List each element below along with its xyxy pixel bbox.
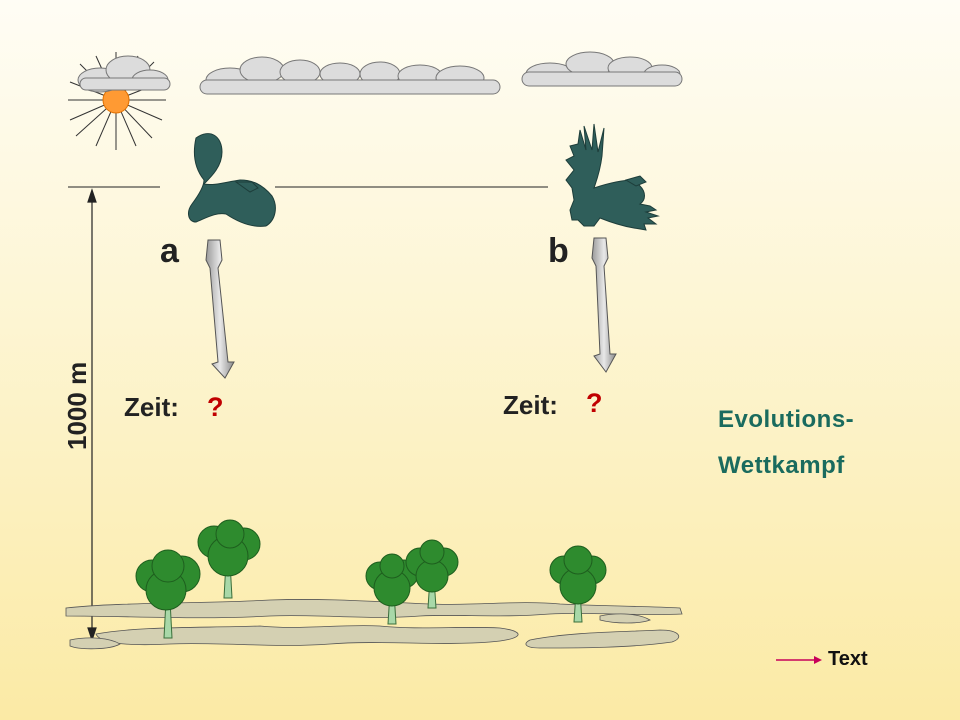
time-label-b: Zeit:	[503, 390, 558, 420]
height-measure-arrow	[87, 188, 97, 642]
time-value-a: ?	[207, 392, 224, 422]
time-value-b: ?	[586, 388, 603, 418]
height-label: 1000 m	[62, 361, 92, 450]
bird-b-icon	[565, 123, 660, 231]
title-line-1: Evolutions-	[718, 406, 855, 433]
tree-icon	[549, 545, 607, 623]
cloud-icon	[77, 55, 171, 93]
cloud-icon	[521, 51, 683, 87]
tree-icon	[135, 549, 201, 639]
fall-arrow-a	[205, 239, 235, 379]
bird-a-label: a	[160, 232, 179, 270]
fall-arrow-b	[591, 237, 617, 373]
tree-icon	[405, 539, 459, 609]
text-link[interactable]: Text	[828, 648, 868, 670]
time-label-a: Zeit:	[124, 392, 179, 422]
cloud-icon	[199, 56, 501, 95]
text-link-arrow-icon	[776, 656, 822, 664]
bird-a-icon	[188, 133, 276, 227]
title-line-2: Wettkampf	[718, 452, 845, 479]
clouds	[77, 51, 683, 95]
tree-icon	[197, 519, 261, 599]
ground	[65, 599, 683, 650]
tree-icon	[365, 553, 419, 625]
bird-b-label: b	[548, 232, 569, 270]
